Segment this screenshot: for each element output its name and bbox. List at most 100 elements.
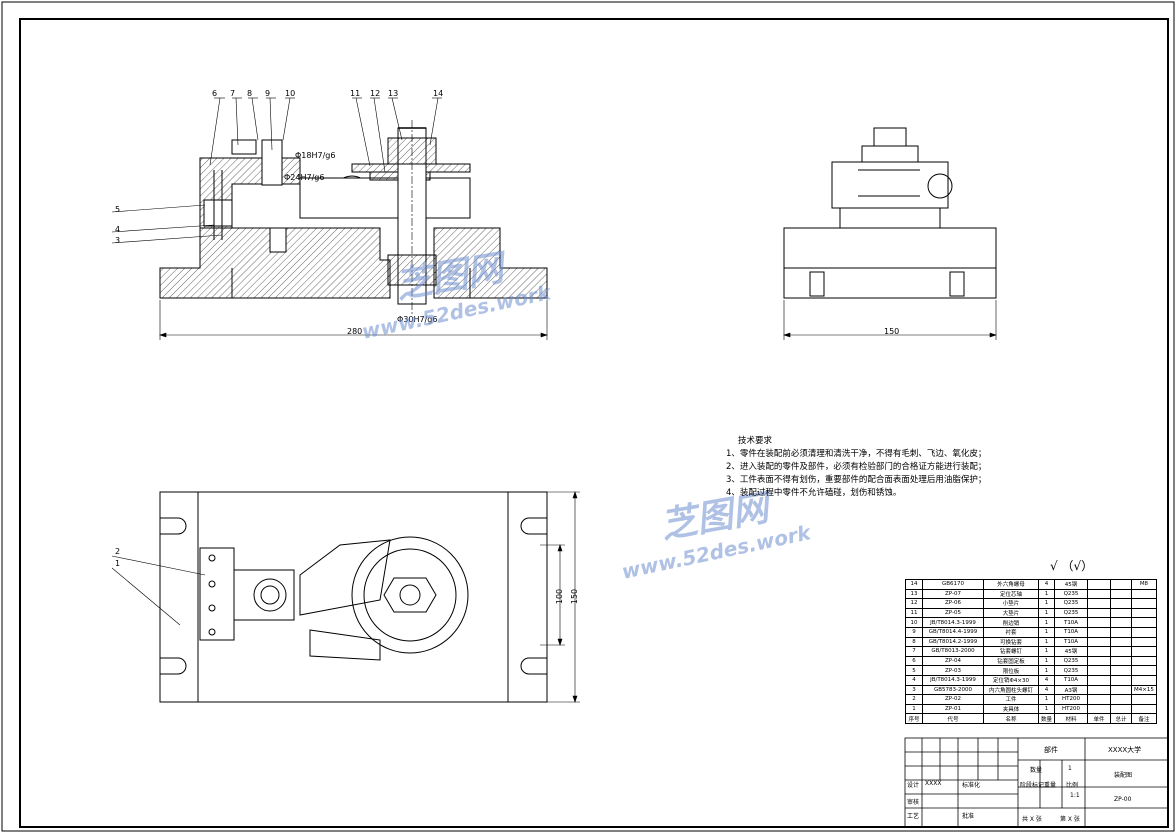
bom-cell: 45钢 (1054, 646, 1089, 657)
bom-cell (1087, 579, 1112, 590)
bom-cell: 14 (905, 579, 923, 590)
tb-quantity-label: 数量 (1030, 767, 1043, 774)
tb-scale-label: 比例 (1066, 782, 1079, 789)
tech-item-1: 1、零件在装配前必须清理和清洗干净，不得有毛刺、飞边、氧化皮； (726, 449, 987, 459)
balloon-6: 6 (212, 89, 218, 98)
bom-cell: 9 (905, 626, 923, 638)
bom-header-cell: 数量 (1037, 713, 1056, 724)
fixture-body-section-right (433, 227, 548, 299)
tb-stage: 阶段标记 (1020, 782, 1045, 789)
bom-cell (1110, 646, 1133, 657)
side-view-dimensions (783, 300, 997, 340)
side-nut (873, 127, 907, 147)
bom-cell: 1 (1037, 617, 1056, 628)
bom-cell: GB/T8014.2-1999 (922, 636, 984, 648)
bom-cell (1131, 674, 1157, 686)
title-block-grid (904, 737, 1169, 828)
bom-cell: M8 (1131, 579, 1157, 590)
bom-cell (1110, 684, 1133, 696)
bom-cell: 1 (1037, 636, 1056, 648)
bom-cell: ZP-03 (922, 665, 984, 676)
bom-cell (1110, 703, 1133, 715)
bom-cell (1110, 579, 1133, 590)
side-workpiece (831, 161, 949, 209)
bom-cell (1131, 588, 1157, 600)
balloon-8: 8 (247, 89, 253, 98)
bom-cell (1110, 617, 1133, 628)
bom-cell: 大垫片 (983, 607, 1039, 619)
bom-cell: ZP-01 (922, 703, 984, 715)
slot-tr (520, 517, 547, 535)
bom-cell: 1 (1037, 626, 1056, 638)
inner-frame (19, 18, 1169, 828)
bom-cell: 7 (905, 646, 923, 657)
bom-cell: GB6170 (922, 579, 984, 590)
bom-cell: 1 (1037, 655, 1056, 667)
bom-cell: 4 (905, 674, 923, 686)
bom-cell (1110, 598, 1133, 609)
locating-bush-slot (269, 227, 287, 253)
side-width-dim: 150 (884, 327, 900, 336)
tb-weight-label: 重量 (1044, 782, 1057, 789)
surface-finish-symbol: √ （√） (1050, 559, 1094, 573)
bom-cell (1110, 607, 1133, 619)
bom-cell: 12 (905, 598, 923, 609)
workpiece-disc (351, 536, 469, 654)
bom-cell (1110, 655, 1133, 667)
bom-cell: 1 (1037, 665, 1056, 676)
bom-cell: T10A (1054, 636, 1089, 648)
bom-cell: Q235 (1054, 655, 1089, 667)
bom-cell: 1 (1037, 588, 1056, 600)
bom-cell (1131, 598, 1157, 609)
tb-sheet-info: 共 X 张 (1022, 816, 1042, 823)
bom-cell (1087, 636, 1112, 648)
bom-cell: 4 (1037, 579, 1056, 590)
bom-cell (1131, 665, 1157, 676)
balloon-1: 1 (115, 559, 121, 568)
bom-cell (1131, 626, 1157, 638)
bom-cell (1131, 636, 1157, 648)
bom-header-row: 序号代号名称数量材料单件总计备注 (905, 713, 1157, 724)
top-view-dimensions (111, 491, 580, 703)
bom-cell (1087, 665, 1112, 676)
bom-cell: 小垫片 (983, 598, 1039, 609)
bom-cell: 工件 (983, 694, 1039, 705)
bom-cell: 1 (1037, 646, 1056, 657)
bom-cell: 11 (905, 607, 923, 619)
tb-drawing-name: 装配图 (1114, 772, 1133, 779)
bom-cell: 10 (905, 617, 923, 628)
bom-header-cell: 备注 (1131, 713, 1157, 724)
bom-cell (1131, 694, 1157, 705)
balloon-13: 13 (388, 89, 399, 98)
bom-cell (1087, 646, 1112, 657)
bom-cell (1131, 607, 1157, 619)
bom-cell (1110, 674, 1133, 686)
bom-cell: GB5783-2000 (922, 684, 984, 696)
bom-cell: 4 (1037, 674, 1056, 686)
bom-header-cell: 名称 (983, 713, 1039, 724)
balloon-7: 7 (230, 89, 236, 98)
tb-quantity: 1 (1068, 765, 1072, 772)
bom-cell: 13 (905, 588, 923, 600)
bom-cell: ZP-06 (922, 598, 984, 609)
bom-header-cell: 序号 (905, 713, 923, 724)
balloon-14: 14 (433, 89, 444, 98)
bom-cell: ZP-04 (922, 655, 984, 667)
top-view (159, 491, 548, 703)
bushing-top (253, 578, 287, 612)
drill-plate-top (199, 547, 235, 641)
bom-cell: 4 (1037, 684, 1056, 696)
balloon-12: 12 (370, 89, 381, 98)
front-view-dimensions (111, 97, 548, 340)
bom-cell: M4×15 (1131, 684, 1157, 696)
bom-cell: GB/T8013-2000 (922, 646, 984, 657)
bom-cell (1087, 617, 1112, 628)
